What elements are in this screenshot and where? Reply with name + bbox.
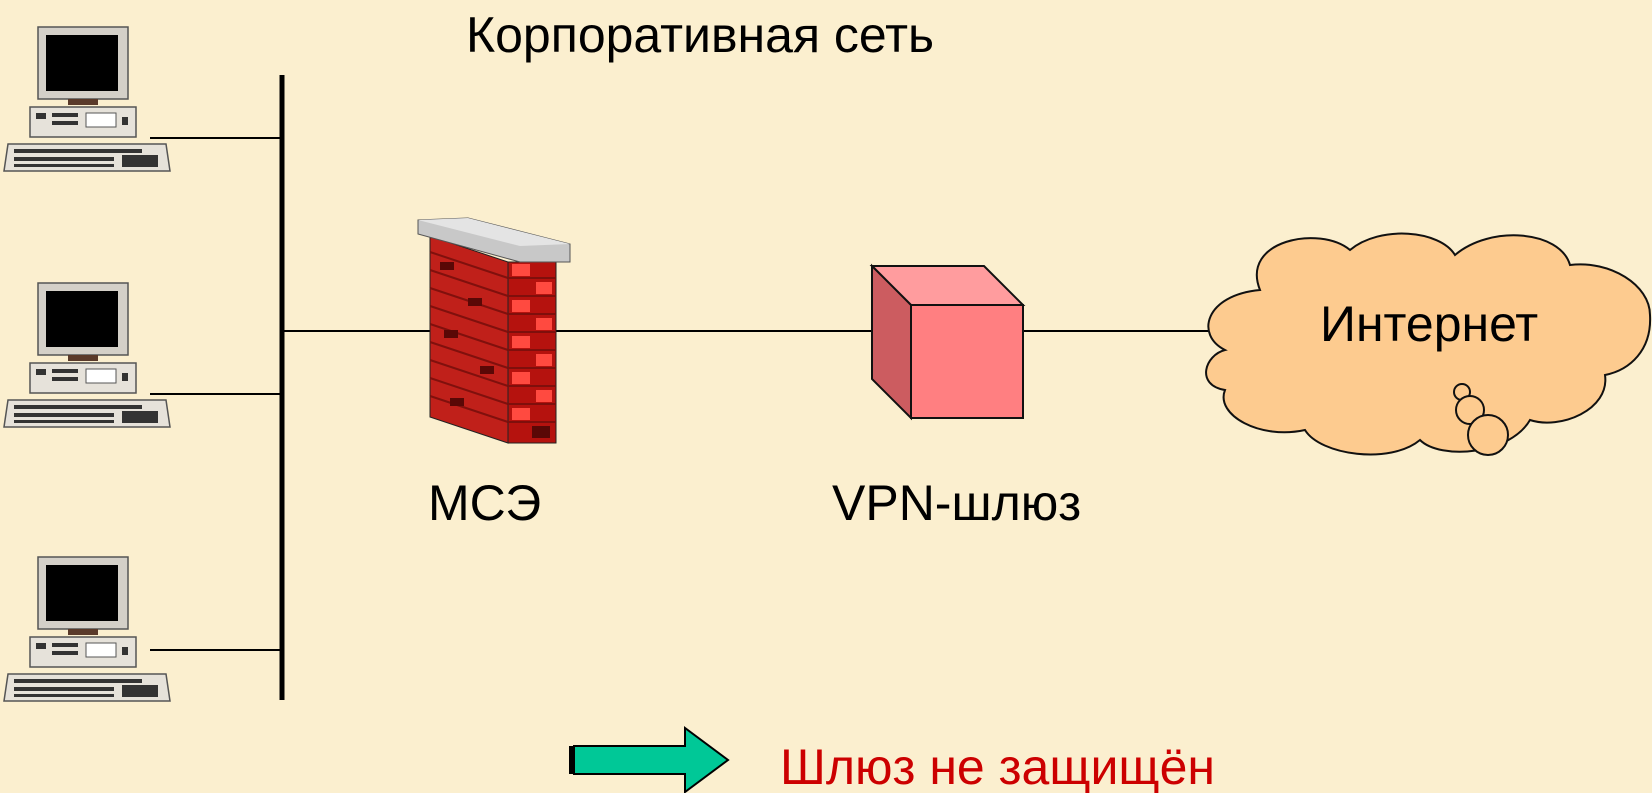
vpn-gateway-cube-icon <box>869 263 1026 421</box>
vpn-gateway-label: VPN-шлюз <box>832 475 1082 531</box>
status-text: Шлюз не защищён <box>780 739 1215 793</box>
diagram-title: Корпоративная сеть <box>466 7 935 63</box>
desktop-computer-icon <box>3 26 171 172</box>
firewall-brick-wall-icon <box>417 217 571 444</box>
firewall-label: МСЭ <box>428 475 542 531</box>
internet-cloud-icon <box>1205 232 1652 456</box>
desktop-computer-icon <box>3 282 171 428</box>
internet-label: Интернет <box>1320 296 1539 352</box>
desktop-computer-icon <box>3 556 171 702</box>
right-arrow-icon <box>569 726 730 793</box>
